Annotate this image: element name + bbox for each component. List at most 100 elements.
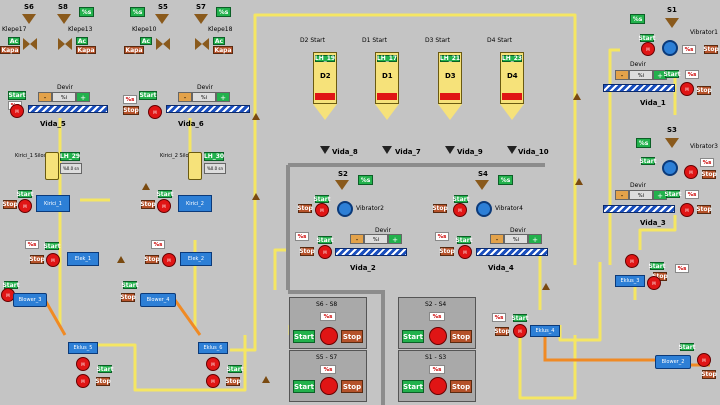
vida2-start[interactable]: Start (316, 236, 334, 244)
valve-klepe18-icon[interactable] (195, 38, 209, 50)
ac-klepe10[interactable]: Ac (140, 37, 152, 45)
vida6-motor-icon[interactable]: M (148, 105, 162, 119)
kirici1-stop[interactable]: Stop (2, 200, 18, 209)
kapa-klepe18[interactable]: Kapa (213, 46, 233, 54)
vida4-speed-control[interactable]: -%i+ (490, 234, 542, 244)
eklus5-motor-icon[interactable]: M (76, 357, 90, 371)
vida3-start[interactable]: Start (664, 190, 682, 198)
vida4-motor-icon[interactable]: M (458, 245, 472, 259)
vib2-start[interactable]: Start (313, 195, 331, 203)
panel-start-button[interactable]: Start (402, 330, 424, 343)
vida1-stop[interactable]: Stop (696, 86, 712, 95)
vib4-start[interactable]: Start (452, 195, 470, 203)
kirici1-start[interactable]: Start (16, 190, 34, 198)
vida2-stop[interactable]: Stop (299, 247, 315, 256)
eklus6-stop[interactable]: Stop (225, 377, 241, 386)
vida1-motor-icon[interactable]: M (680, 82, 694, 96)
pct-s8[interactable]: %s (79, 7, 94, 17)
eklus4[interactable]: Eklus_4 (530, 325, 560, 337)
vida3-stop[interactable]: Stop (696, 205, 712, 214)
kirici2-motor-icon[interactable]: M (157, 199, 171, 213)
eklus4-motor-icon[interactable]: M (513, 324, 527, 338)
eklus5-start[interactable]: Start (96, 365, 114, 373)
pct-s1[interactable]: %s (630, 14, 645, 24)
panel-start-button[interactable]: Start (293, 380, 315, 393)
vida6-speed-control[interactable]: -%i+ (178, 92, 230, 102)
pct-s7[interactable]: %s (216, 7, 231, 17)
vib2-motor-icon[interactable]: M (315, 203, 329, 217)
eklus3-motor2-icon[interactable]: M (625, 254, 639, 268)
eklus6[interactable]: Eklus_6 (198, 342, 228, 354)
eklus6-motor-icon[interactable]: M (206, 357, 220, 371)
blower2[interactable]: Blower_2 (655, 355, 691, 369)
eklus5-stop[interactable]: Stop (95, 377, 111, 386)
panel-stop-button[interactable]: Stop (450, 330, 472, 343)
elek2-stop[interactable]: Stop (144, 255, 160, 264)
elek1-stop[interactable]: Stop (29, 255, 45, 264)
ac-klepe17[interactable]: Ac (8, 37, 20, 45)
pct-s4[interactable]: %s (498, 175, 513, 185)
kapa-klepe17[interactable]: Kapa (0, 46, 20, 54)
pct-s3[interactable]: %s (636, 138, 651, 148)
kapa-klepe10[interactable]: Kapa (124, 46, 144, 54)
eklus3[interactable]: Eklus_3 (615, 275, 645, 287)
valve-klepe10-icon[interactable] (156, 38, 170, 50)
vida2-motor-icon[interactable]: M (318, 245, 332, 259)
vib3-start[interactable]: Start (639, 157, 657, 165)
panel-stop-button[interactable]: Stop (341, 330, 363, 343)
vida4-start[interactable]: Start (455, 236, 473, 244)
vida2-speed-control[interactable]: -%i+ (350, 234, 402, 244)
kapa-klepe13[interactable]: Kapa (76, 46, 96, 54)
blower2-stop[interactable]: Stop (701, 370, 717, 379)
elek1-box[interactable]: Elek_1 (67, 252, 99, 266)
blower4-start[interactable]: Start (121, 281, 139, 289)
kirici1-box[interactable]: Kirici_1 (36, 195, 70, 212)
blower2-start[interactable]: Start (678, 343, 696, 351)
eklus3-motor-icon[interactable]: M (647, 276, 661, 290)
ac-klepe13[interactable]: Ac (76, 37, 88, 45)
eklus5[interactable]: Eklus_5 (68, 342, 98, 354)
elek2-motor-icon[interactable]: M (162, 253, 176, 267)
vida1-speed-control[interactable]: -%i+ (615, 70, 667, 80)
eklus6-start[interactable]: Start (226, 365, 244, 373)
valve-klepe13-icon[interactable] (58, 38, 72, 50)
vida5-start[interactable]: Start (8, 91, 26, 100)
vibrator1-icon[interactable] (662, 40, 678, 56)
valve-klepe17-icon[interactable] (23, 38, 37, 50)
eklus5-motor2-icon[interactable]: M (76, 374, 90, 388)
kirici1-motor-icon[interactable]: M (18, 199, 32, 213)
vida6-stop[interactable]: Stop (123, 106, 139, 115)
blower4[interactable]: Blower_4 (140, 293, 176, 307)
vibrator3-icon[interactable] (662, 160, 678, 176)
blower4-stop[interactable]: Stop (120, 293, 136, 302)
eklus3-start[interactable]: Start (648, 262, 666, 270)
panel-start-button[interactable]: Start (402, 380, 424, 393)
vida3-speed-control[interactable]: -%i+ (615, 190, 667, 200)
vib1-motor-icon[interactable]: M (641, 42, 655, 56)
pct-s2[interactable]: %s (358, 175, 373, 185)
vib2-stop[interactable]: Stop (297, 204, 313, 213)
eklus6-motor2-icon[interactable]: M (206, 374, 220, 388)
blower3[interactable]: Blower_3 (13, 293, 47, 307)
kirici2-stop[interactable]: Stop (140, 200, 156, 209)
vibrator2-icon[interactable] (337, 201, 353, 217)
kirici2-start[interactable]: Start (156, 190, 174, 198)
vida5-speed-control[interactable]: -%i+ (38, 92, 90, 102)
vib1-stop[interactable]: Stop (703, 45, 719, 54)
vib1-start[interactable]: Start (638, 34, 656, 42)
panel-start-button[interactable]: Start (293, 330, 315, 343)
kirici2-box[interactable]: Kirici_2 (178, 195, 212, 212)
vida1-start[interactable]: Start (663, 70, 681, 78)
vib4-stop[interactable]: Stop (432, 204, 448, 213)
vib3-motor-icon[interactable]: M (684, 165, 698, 179)
vib4-motor-icon[interactable]: M (453, 203, 467, 217)
ac-klepe18[interactable]: Ac (213, 37, 225, 45)
elek2-box[interactable]: Elek_2 (180, 252, 212, 266)
vib3-stop[interactable]: Stop (701, 170, 717, 179)
elek1-start[interactable]: Start (43, 242, 61, 250)
blower2-motor-icon[interactable]: M (697, 353, 711, 367)
vibrator4-icon[interactable] (476, 201, 492, 217)
vida6-start[interactable]: Start (139, 91, 157, 100)
panel-stop-button[interactable]: Stop (341, 380, 363, 393)
vida4-stop[interactable]: Stop (439, 247, 455, 256)
